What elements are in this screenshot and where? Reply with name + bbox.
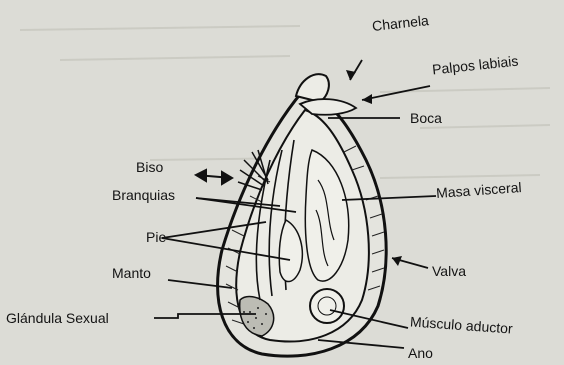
label-ano: Ano (408, 346, 433, 360)
biso-arrow (196, 170, 232, 184)
charnela-hinge (296, 74, 329, 102)
label-valva: Valva (432, 264, 466, 278)
musculo-aductor (310, 289, 344, 323)
label-glandula-sexual: Glándula Sexual (6, 311, 109, 325)
label-manto: Manto (112, 266, 151, 280)
label-biso: Biso (136, 160, 163, 174)
label-pie: Pie (146, 230, 166, 244)
label-branquias: Branquias (112, 188, 175, 202)
label-boca: Boca (410, 111, 442, 125)
